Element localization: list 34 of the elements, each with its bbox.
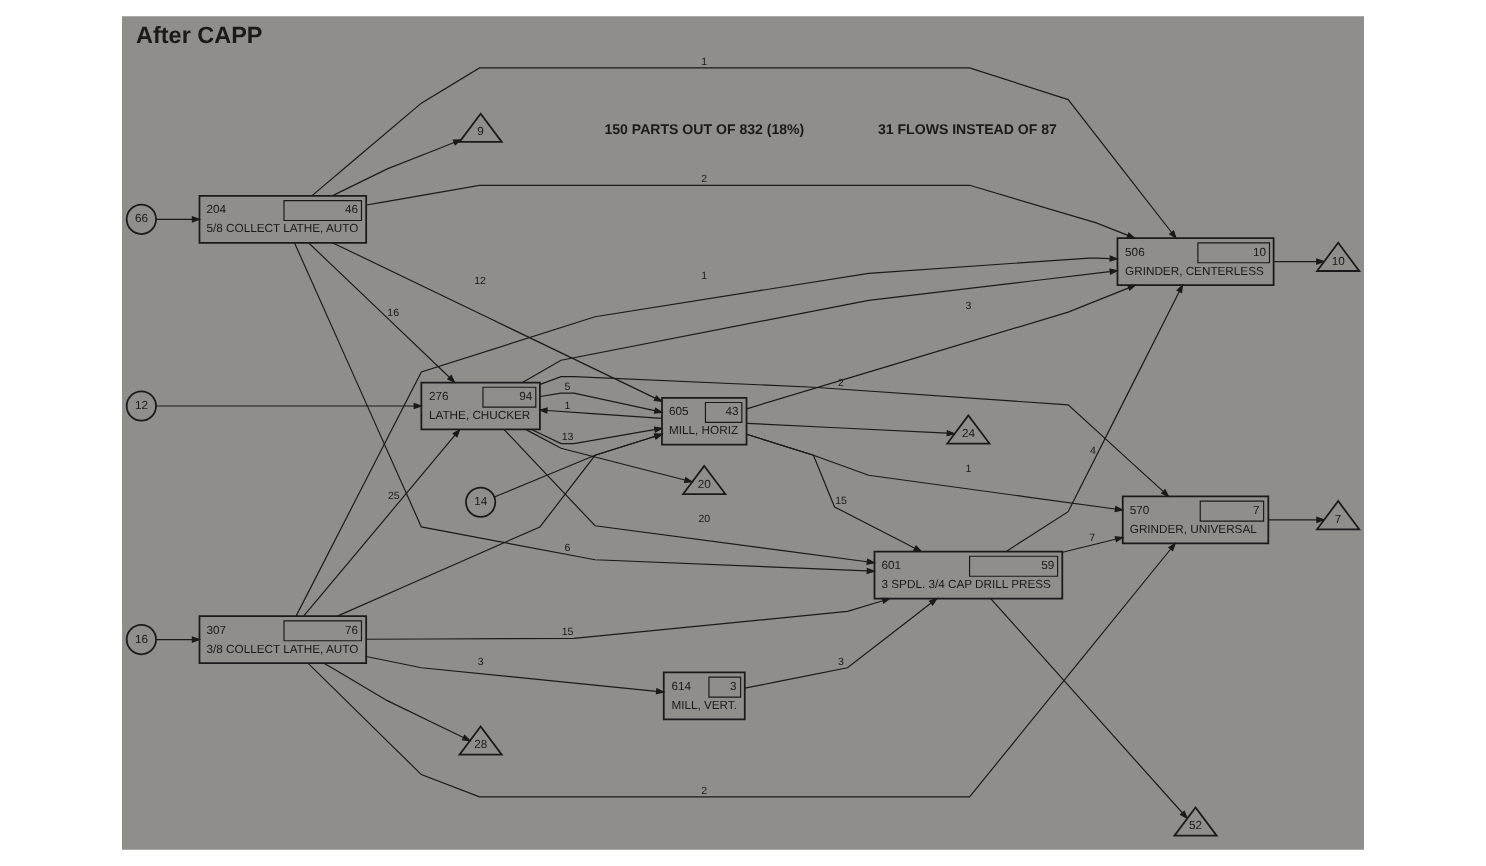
arrow	[746, 433, 923, 553]
diagram-title: After CAPP	[136, 23, 263, 50]
arrow	[539, 376, 1170, 498]
arrow	[308, 242, 456, 384]
arrow	[365, 184, 1137, 239]
arrow	[1267, 516, 1326, 524]
arrow	[1062, 536, 1125, 553]
arrow	[295, 255, 1119, 617]
arrow	[332, 242, 664, 403]
arrow	[990, 598, 1189, 820]
arrow	[530, 426, 664, 445]
arrow	[303, 428, 461, 617]
arrow	[331, 139, 463, 197]
arrow	[311, 67, 1178, 240]
arrow	[323, 662, 472, 742]
arrow	[155, 636, 202, 643]
arrow	[538, 407, 663, 419]
arrow	[503, 429, 877, 565]
arrow	[1273, 258, 1326, 265]
arrow	[365, 655, 666, 695]
arrow	[1005, 283, 1184, 553]
arrow	[522, 268, 1119, 383]
arrow	[336, 433, 664, 617]
arrow	[365, 597, 892, 640]
arrow	[539, 392, 664, 414]
arrow	[155, 402, 424, 410]
arrow	[155, 216, 202, 223]
arrow	[744, 597, 939, 689]
arrow	[525, 429, 694, 484]
arrow	[493, 433, 664, 498]
arrow	[293, 242, 877, 575]
arrow	[746, 422, 957, 437]
arrow	[307, 542, 1177, 798]
arrow	[746, 284, 1137, 410]
